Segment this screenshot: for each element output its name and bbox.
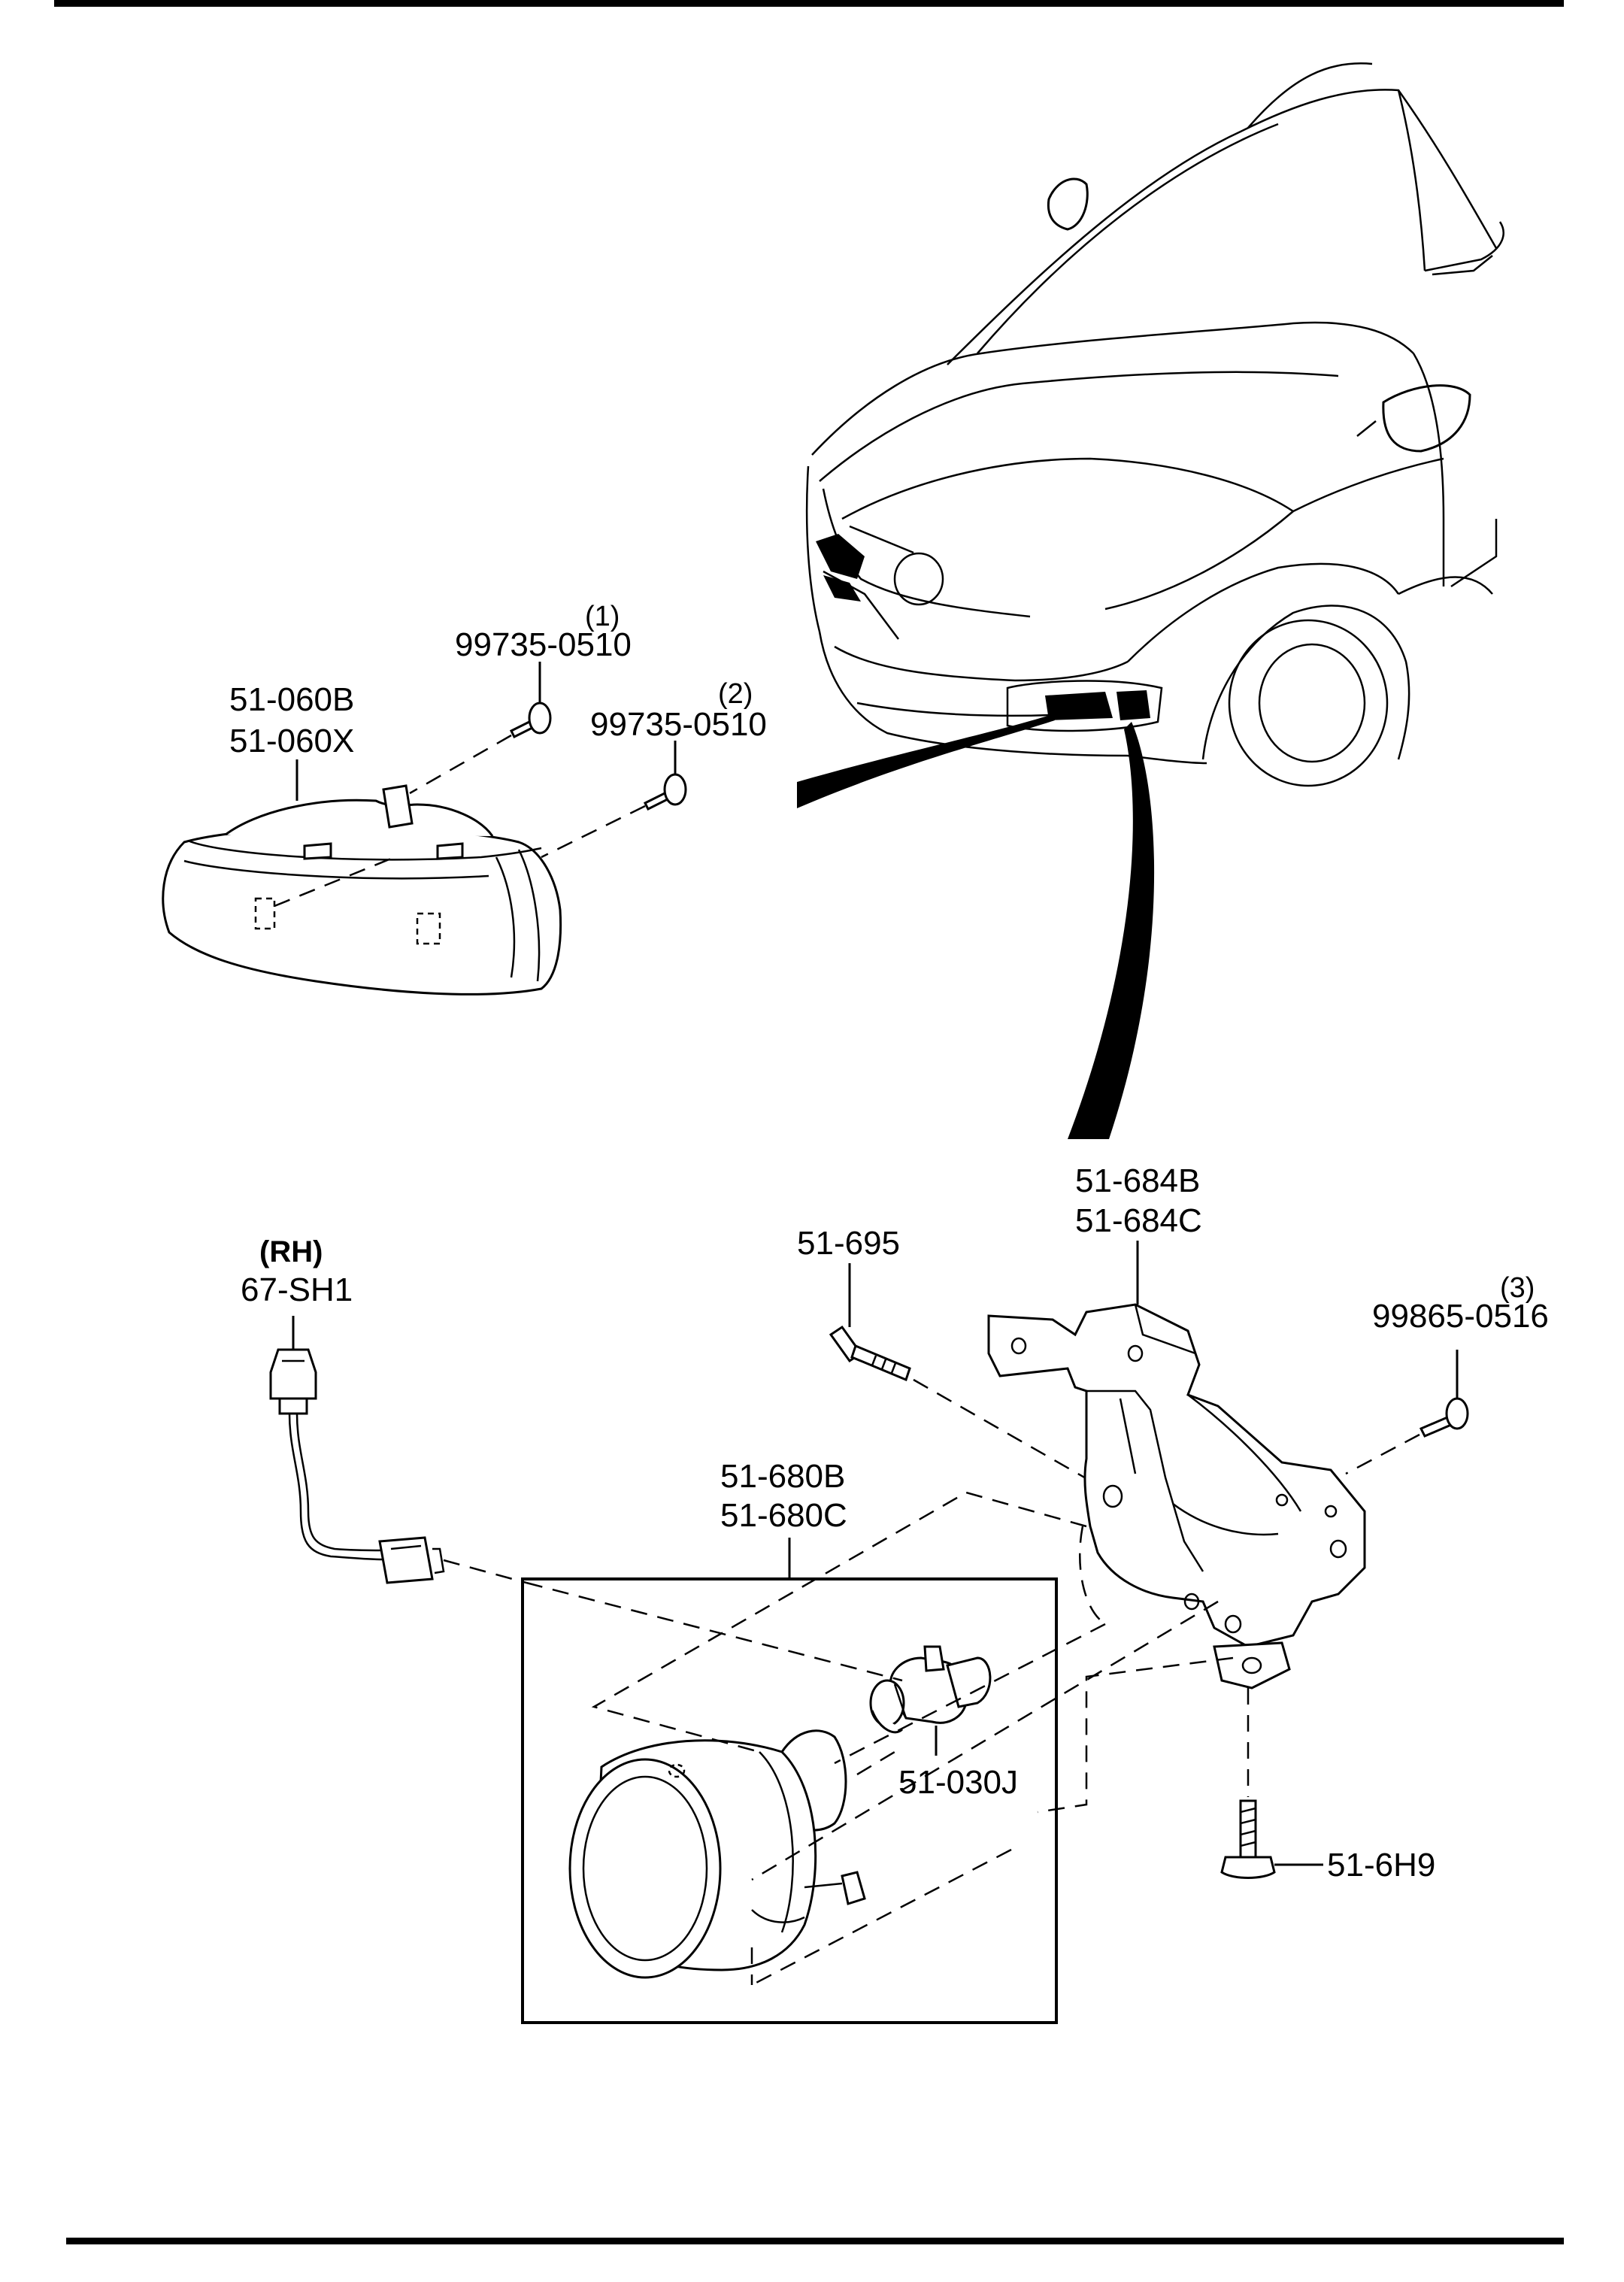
label-fog-lamp-a: 51-680B (720, 1458, 845, 1495)
label-bracket-a: 51-684B (1075, 1162, 1200, 1199)
top-rule (54, 0, 1564, 7)
screw-icon (1419, 1397, 1469, 1438)
bracket-icon (987, 1303, 1366, 1690)
callout-arrow-cover (797, 714, 1055, 808)
label-screw-3-index: (3) (1500, 1272, 1535, 1304)
label-harness-side: (RH) (259, 1235, 323, 1268)
label-bracket-b: 51-684C (1075, 1202, 1202, 1239)
label-harness-part: 67-SH1 (241, 1271, 353, 1308)
fog-lamp-cover-icon (162, 784, 562, 996)
label-screw-1-index: (1) (585, 601, 620, 632)
label-fog-lamp-b: 51-680C (720, 1497, 847, 1534)
label-fog-lamp-cover-a: 51-060B (229, 681, 354, 718)
bolt-icon (1220, 1799, 1276, 1879)
vehicle-front-icon (805, 62, 1504, 787)
label-bolt-part: 51-695 (797, 1225, 900, 1262)
screw-icon (509, 702, 552, 739)
screw-icon (643, 773, 687, 811)
label-screw-2-part: 99735-0510 (590, 706, 767, 743)
harness-connector-icon (269, 1348, 445, 1584)
label-bottom-bolt-part: 51-6H9 (1327, 1847, 1435, 1883)
label-fog-lamp-cover-b: 51-060X (229, 723, 354, 759)
label-screw-1-part: 99735-0510 (455, 626, 632, 663)
label-bulb-part: 51-030J (898, 1764, 1018, 1801)
bolt-icon (829, 1325, 911, 1382)
bulb-icon (869, 1645, 992, 1734)
label-screw-2-index: (2) (718, 678, 753, 710)
fog-lamp-icon (568, 1729, 866, 1979)
label-screw-3-part: 99865-0516 (1372, 1298, 1549, 1335)
callout-arrow-lamp (1068, 722, 1155, 1139)
bottom-rule (66, 2238, 1564, 2244)
